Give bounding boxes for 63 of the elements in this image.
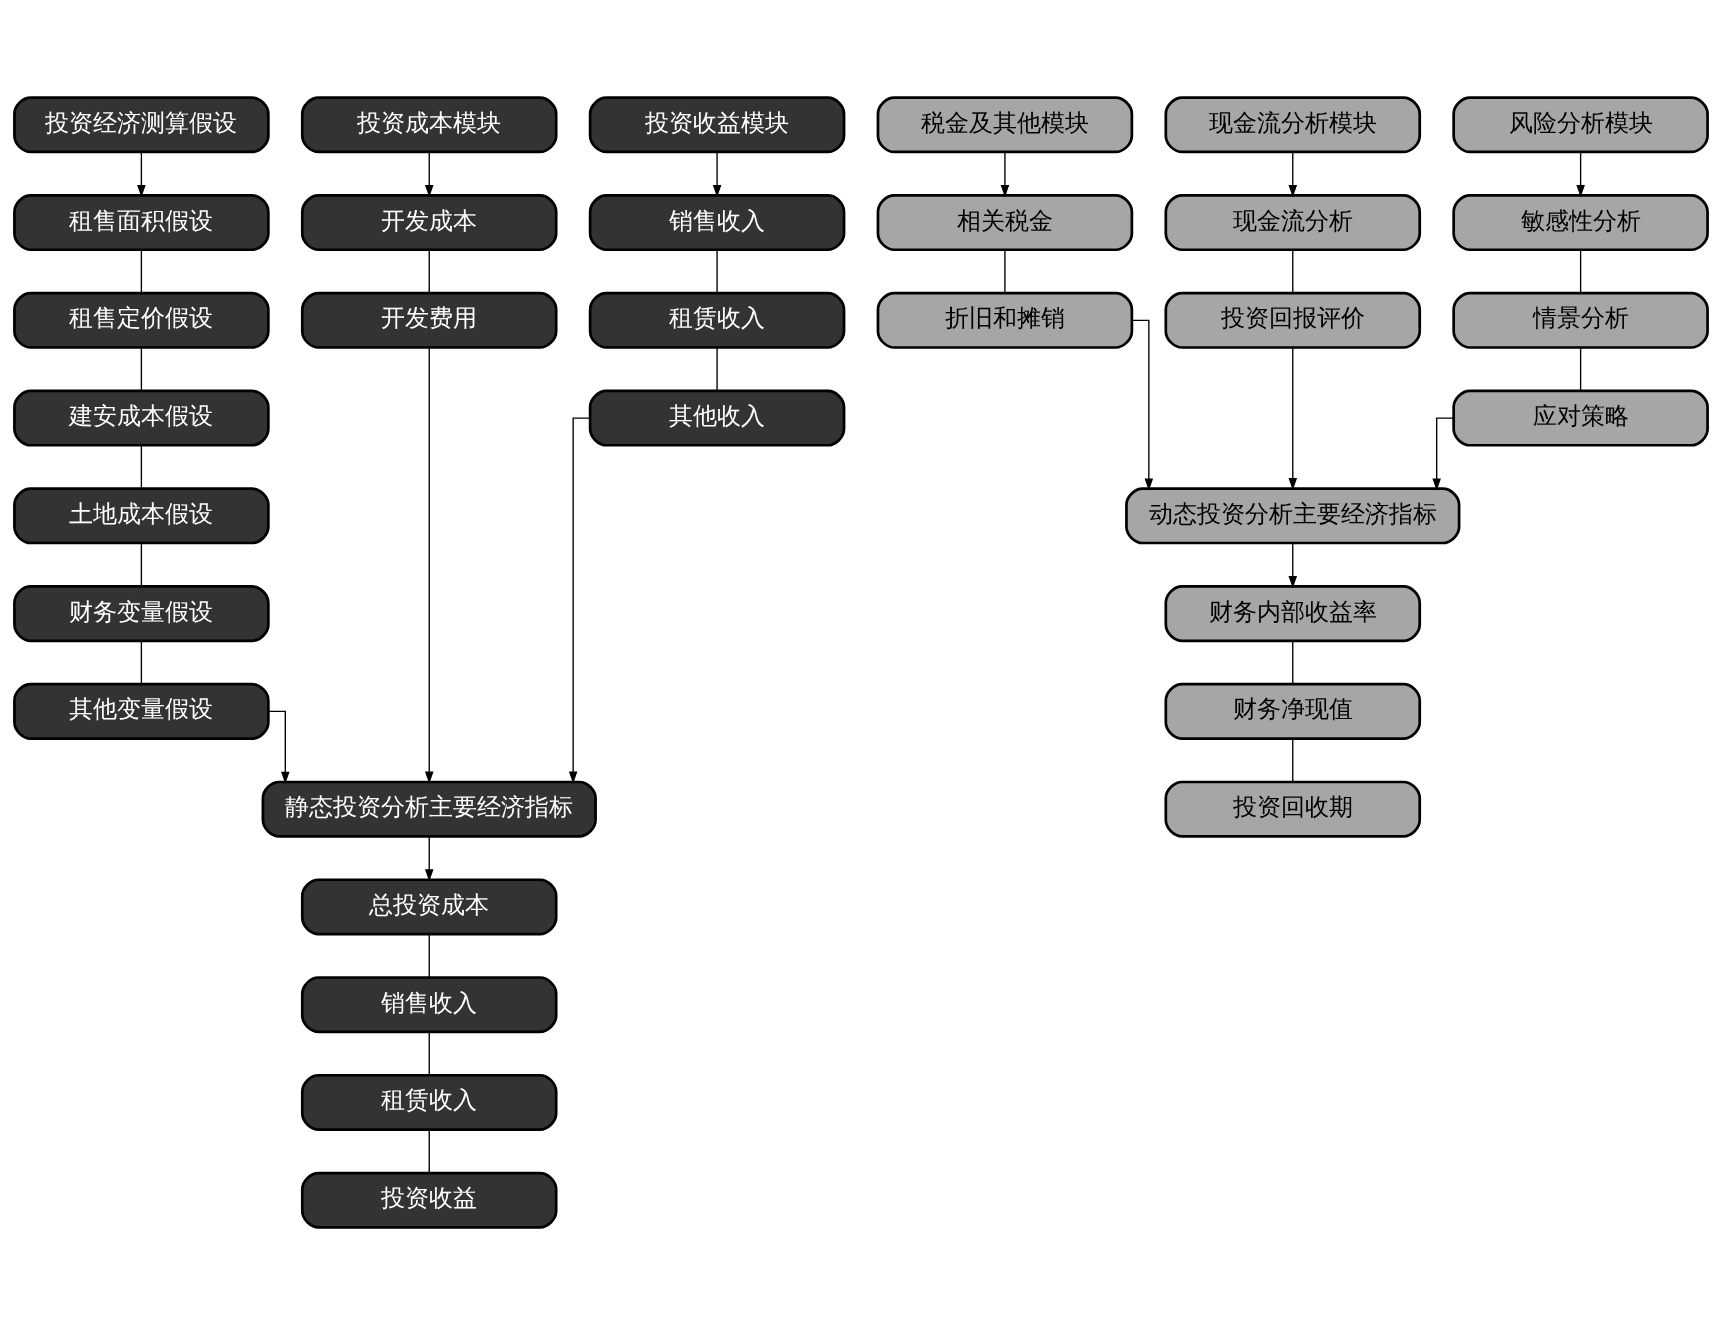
arrow [267, 710, 290, 784]
connector [1003, 249, 1006, 294]
arrow [1131, 319, 1153, 491]
connector [1579, 346, 1581, 392]
node-box: 其他变量假设 [12, 682, 270, 740]
connector [1291, 249, 1293, 294]
node-box: 投资回报评价 [1163, 291, 1421, 349]
arrow [1288, 346, 1297, 491]
node-box: 现金流分析模块 [1163, 96, 1421, 154]
node-box: 静态投资分析主要经济指标 [261, 780, 597, 838]
node-box: 应对策略 [1451, 389, 1709, 447]
node-box: 总投资成本 [300, 878, 558, 936]
node-box: 投资成本模块 [300, 96, 558, 154]
node-box: 敏感性分析 [1451, 194, 1709, 252]
node-box: 财务内部收益率 [1163, 585, 1421, 643]
node-box: 建安成本假设 [12, 389, 270, 447]
connector [715, 346, 718, 392]
node-box: 开发成本 [300, 194, 558, 252]
node-box: 土地成本假设 [12, 487, 270, 545]
node-box: 财务变量假设 [12, 585, 270, 643]
node-box: 租赁收入 [588, 291, 845, 349]
node-box: 税金及其他模块 [876, 96, 1133, 154]
arrow [1288, 542, 1297, 589]
node-box: 投资回收期 [1163, 780, 1421, 838]
connector [1579, 249, 1581, 294]
node-box: 租售定价假设 [12, 291, 270, 349]
node-box: 其他收入 [588, 389, 845, 447]
node-box: 风险分析模块 [1451, 96, 1709, 154]
connector [140, 640, 142, 685]
node-box: 销售收入 [588, 194, 845, 252]
arrow [1288, 151, 1297, 198]
node-box: 投资经济测算假设 [12, 96, 270, 154]
node-box: 情景分析 [1451, 291, 1709, 349]
arrow [1000, 151, 1009, 198]
node-box: 财务净现值 [1163, 682, 1421, 740]
node-box: 折旧和摊销 [876, 291, 1133, 349]
connector [428, 249, 430, 294]
connector [140, 249, 142, 294]
node-box: 投资收益模块 [588, 96, 845, 154]
node-box: 动态投资分析主要经济指标 [1124, 487, 1460, 545]
node-box: 开发费用 [300, 291, 558, 349]
arrow [568, 417, 590, 784]
arrow [424, 835, 433, 882]
connector [140, 444, 142, 490]
arrow [1575, 151, 1585, 198]
node-box: 现金流分析 [1163, 194, 1421, 252]
arrow [1431, 417, 1454, 491]
node-box: 相关税金 [876, 194, 1133, 252]
node-box: 租售面积假设 [12, 194, 270, 252]
node-box: 销售收入 [300, 976, 558, 1034]
connector [428, 933, 430, 978]
arrow [424, 151, 433, 198]
connector [140, 542, 142, 587]
connector [1291, 737, 1293, 783]
arrow [136, 151, 146, 198]
connector [140, 346, 142, 392]
node-box: 投资收益 [300, 1171, 558, 1229]
node-box: 租赁收入 [300, 1073, 558, 1131]
connector [428, 1031, 430, 1076]
connector [428, 1128, 430, 1174]
arrow [424, 347, 433, 784]
connector [715, 249, 718, 294]
connector [1291, 640, 1293, 685]
